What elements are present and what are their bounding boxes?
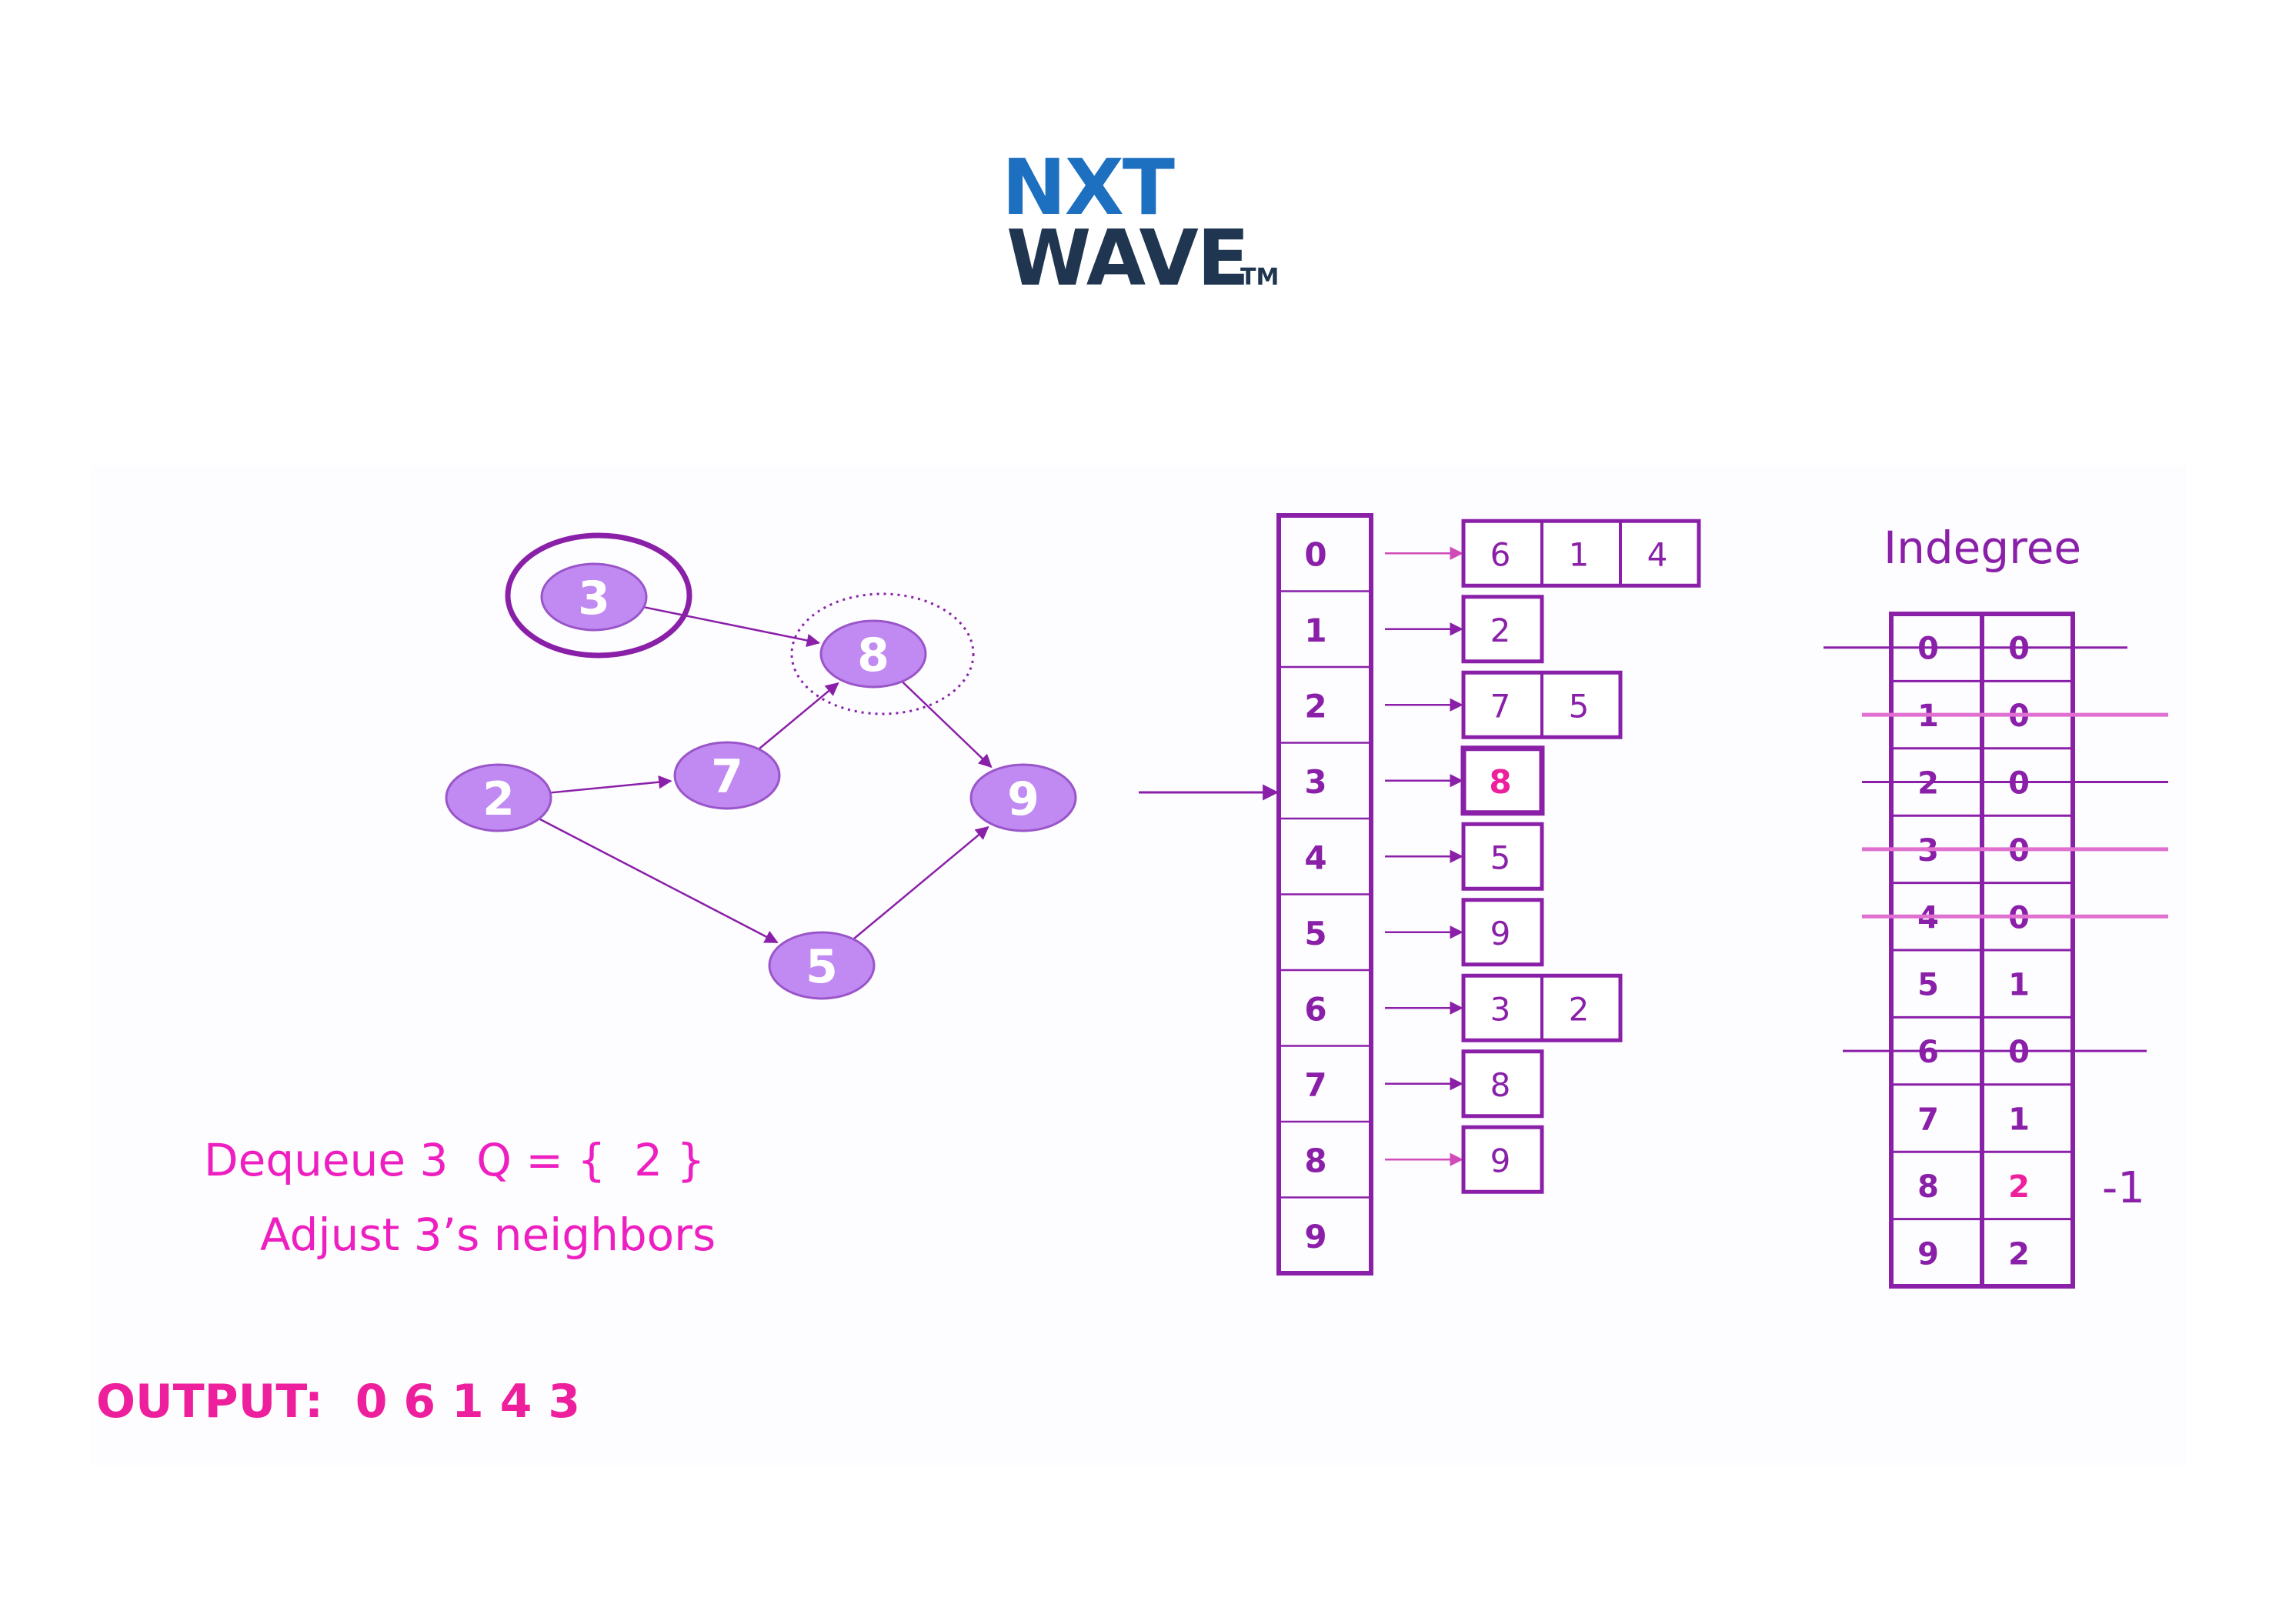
diagram-panel xyxy=(91,465,2187,1466)
indegree-node: 2 xyxy=(1917,766,1939,802)
graph-node-7: 7 xyxy=(673,741,781,810)
index-cell: 5 xyxy=(1304,915,1326,952)
graph-node-label: 2 xyxy=(482,772,515,826)
indegree-value: 1 xyxy=(2008,968,2030,1003)
index-cell: 2 xyxy=(1304,687,1326,725)
indegree-value: 0 xyxy=(2008,1035,2030,1070)
adj-list-7: 8 xyxy=(1461,1049,1544,1119)
adj-cell: 2 xyxy=(1490,612,1511,649)
adj-list-1: 2 xyxy=(1461,595,1544,664)
logo-line2: WAVE xyxy=(1006,213,1248,303)
graph-node-label: 9 xyxy=(1007,772,1039,826)
indegree-title: Indegree xyxy=(1884,522,2081,574)
graph: 3 8 2 7 9 5 xyxy=(445,532,1077,1000)
adj-cell: 9 xyxy=(1490,915,1511,952)
indegree-table: Indegree 001020304051607182-192 xyxy=(1824,522,2168,1289)
graph-node-9: 9 xyxy=(969,763,1077,832)
logo-line1: NXT xyxy=(1002,142,1175,232)
edge-2-7 xyxy=(550,775,672,794)
adj-cell: 4 xyxy=(1647,535,1668,573)
indegree-node: 0 xyxy=(1917,632,1939,667)
edge-7-8 xyxy=(758,682,839,750)
edge-2-5 xyxy=(538,818,779,944)
output-text: OUTPUT: 0 6 1 4 3 xyxy=(96,1375,580,1429)
graph-node-label: 8 xyxy=(857,629,889,682)
indegree-row-3: 30 xyxy=(1862,833,2168,869)
adj-cell: 2 xyxy=(1569,990,1590,1028)
adj-cell: 8 xyxy=(1489,763,1511,801)
adj-cell: 7 xyxy=(1490,687,1511,725)
processing-node-ring xyxy=(790,592,975,715)
adj-list-4: 5 xyxy=(1461,822,1544,891)
indegree-value: 1 xyxy=(2008,1102,2030,1138)
dequeued-node-ring xyxy=(505,532,692,659)
adj-cell: 1 xyxy=(1569,535,1590,573)
indegree-node: 9 xyxy=(1917,1236,1939,1272)
index-cell: 3 xyxy=(1304,763,1326,801)
index-cell: 1 xyxy=(1304,612,1326,649)
indegree-node: 8 xyxy=(1917,1169,1939,1205)
indegree-row-1: 10 xyxy=(1862,699,2168,734)
graph-node-label: 7 xyxy=(711,750,743,804)
index-cell: 8 xyxy=(1304,1142,1326,1179)
index-cell: 4 xyxy=(1304,839,1326,876)
indegree-row-4: 40 xyxy=(1862,900,2168,935)
indegree-node: 7 xyxy=(1917,1102,1939,1138)
adj-cell: 9 xyxy=(1490,1142,1511,1179)
logo-tm: TM xyxy=(1240,264,1279,291)
indegree-value: 0 xyxy=(2008,766,2030,802)
graph-node-2: 2 xyxy=(445,763,552,832)
adj-cell: 8 xyxy=(1490,1066,1511,1104)
adj-list-5: 9 xyxy=(1461,898,1544,967)
indegree-row-8: 8 2 -1 xyxy=(1917,1163,2145,1213)
indegree-value: 2 xyxy=(2008,1169,2030,1205)
graph-node-3: 3 xyxy=(540,562,648,632)
index-cell: 0 xyxy=(1304,535,1326,573)
indegree-value: 2 xyxy=(2008,1236,2030,1272)
graph-node-label: 3 xyxy=(578,572,610,625)
adj-cell: 5 xyxy=(1569,687,1590,725)
caption-line2: Adjust 3’s neighbors xyxy=(260,1209,716,1261)
adj-list-3: 8 xyxy=(1460,745,1545,816)
graph-node-label: 5 xyxy=(806,940,838,994)
graph-node-5: 5 xyxy=(768,931,876,1000)
adj-cell: 5 xyxy=(1490,839,1511,876)
edge-8-9 xyxy=(901,680,993,769)
adj-cell: 3 xyxy=(1490,990,1511,1028)
adj-list-0: 6 1 4 xyxy=(1461,519,1701,588)
edge-3-8 xyxy=(643,605,821,648)
index-cell: 6 xyxy=(1304,990,1326,1028)
caption-line1: Dequeue 3 Q = { 2 } xyxy=(204,1134,705,1186)
graph-node-8: 8 xyxy=(819,619,927,689)
indegree-value: 0 xyxy=(2008,632,2030,667)
indegree-annotation: -1 xyxy=(2102,1163,2145,1213)
adj-list-8: 9 xyxy=(1461,1125,1544,1194)
adj-cell: 6 xyxy=(1490,535,1511,573)
indegree-node: 5 xyxy=(1917,968,1939,1003)
edge-5-9 xyxy=(853,825,989,940)
indegree-node: 6 xyxy=(1917,1035,1939,1070)
index-cell: 7 xyxy=(1304,1066,1326,1104)
nxtwave-logo: NXT WAVE TM xyxy=(1002,142,1279,303)
index-cell: 9 xyxy=(1304,1218,1326,1256)
